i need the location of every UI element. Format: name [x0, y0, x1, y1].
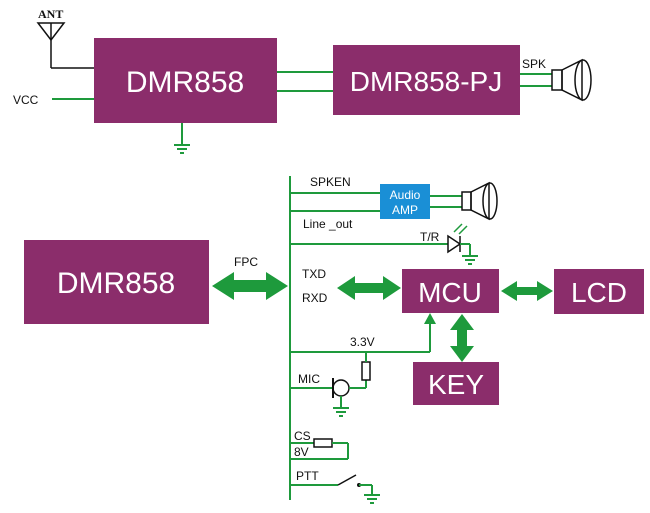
antenna-label: ANT — [38, 7, 63, 21]
mcu-lcd-arrow — [501, 281, 553, 301]
antenna-icon — [36, 22, 94, 69]
spk-label: SPK — [522, 57, 546, 71]
dmr858-pj-module — [333, 45, 520, 115]
speaker-icon — [551, 58, 592, 102]
v33-arrowhead — [424, 313, 436, 324]
mcu-label: MCU — [418, 277, 482, 308]
bottom-dmr858-module — [24, 240, 209, 324]
led-icon — [447, 223, 468, 254]
ground-icon — [363, 494, 381, 504]
lcd-label: LCD — [571, 277, 627, 308]
mcu-block — [402, 269, 499, 313]
key-block — [413, 362, 499, 405]
microphone-icon — [332, 378, 350, 398]
top-dmr858-label: DMR858 — [126, 66, 244, 99]
audio-amp-label-1: Audio — [390, 188, 421, 202]
mic-label: MIC — [298, 372, 320, 386]
top-dmr858-module — [94, 38, 277, 123]
spken-label: SPKEN — [310, 175, 351, 189]
cs-label: CS — [294, 429, 311, 443]
dmr858-pj-label: DMR858-PJ — [350, 66, 502, 97]
vcc-label: VCC — [13, 93, 39, 107]
tr-label: T/R — [420, 230, 440, 244]
line-out-label: Line _out — [303, 217, 353, 231]
fpc-arrow — [212, 272, 288, 300]
speaker-icon — [461, 181, 498, 221]
ground-icon — [173, 144, 191, 154]
resistor-icon — [313, 438, 333, 448]
ptt-label: PTT — [296, 469, 319, 483]
v33-label: 3.3V — [350, 335, 375, 349]
audio-amp-label-2: AMP — [392, 203, 418, 217]
txd-rxd-arrow — [337, 276, 401, 300]
txd-label: TXD — [302, 267, 326, 281]
resistor-icon — [361, 361, 371, 381]
key-label: KEY — [428, 369, 484, 400]
mcu-key-arrow — [450, 314, 474, 362]
rxd-label: RXD — [302, 291, 328, 305]
fpc-label: FPC — [234, 255, 258, 269]
v8-label: 8V — [294, 445, 309, 459]
audio-amp-block — [380, 184, 430, 219]
bottom-dmr858-label: DMR858 — [57, 267, 175, 300]
ground-icon — [332, 407, 350, 417]
ground-icon — [461, 255, 479, 265]
lcd-block — [554, 269, 644, 314]
ptt-switch-icon — [337, 474, 361, 487]
